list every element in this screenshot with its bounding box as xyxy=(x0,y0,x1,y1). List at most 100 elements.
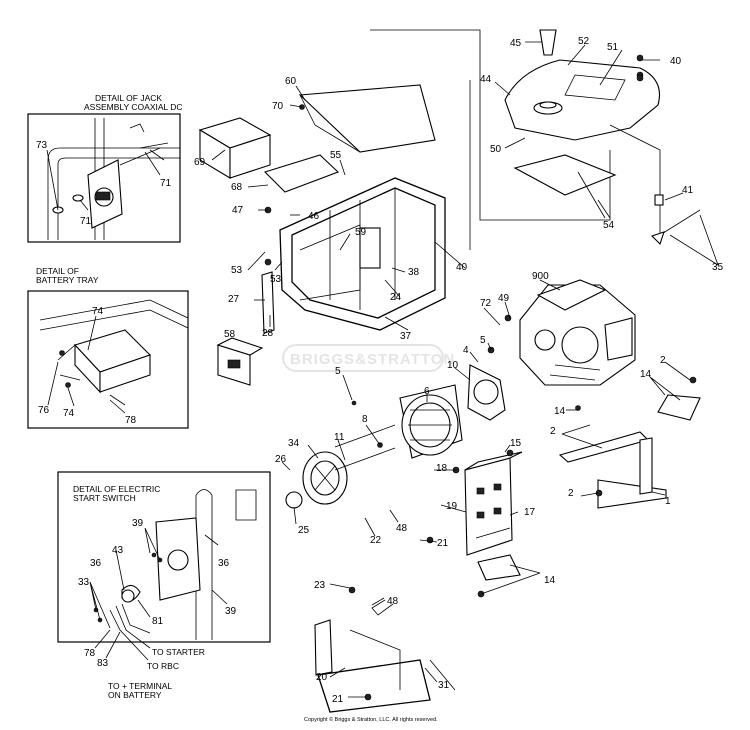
callout-73: 73 xyxy=(36,140,48,151)
callout-78: 78 xyxy=(84,648,96,659)
callout-76: 76 xyxy=(38,405,50,416)
leader-lines xyxy=(46,41,719,698)
callout-22: 22 xyxy=(370,535,382,546)
rear-base xyxy=(314,599,456,713)
callout-900: 900 xyxy=(532,271,549,282)
callout-2: 2 xyxy=(568,488,574,499)
main-frame xyxy=(279,177,446,331)
svg-text:DETAIL OF JACK: DETAIL OF JACK xyxy=(95,93,162,103)
svg-text:TO RBC: TO RBC xyxy=(147,661,179,671)
callouts: 73 71 71 60 70 69 68 47 55 46 59 53 53 3… xyxy=(36,36,724,705)
svg-text:BATTERY TRAY: BATTERY TRAY xyxy=(36,275,99,285)
callout-59: 59 xyxy=(355,227,367,238)
callout-31: 31 xyxy=(438,680,450,691)
callout-68: 68 xyxy=(231,182,243,193)
alternator xyxy=(399,364,506,459)
callout-52: 52 xyxy=(578,36,590,47)
callout-20: 20 xyxy=(316,672,328,683)
svg-text:TO + TERMINAL: TO + TERMINAL xyxy=(108,681,172,691)
fan-cover xyxy=(285,451,348,509)
watermark: BRIGGS&STRATTON xyxy=(282,344,455,372)
callout-24: 24 xyxy=(390,292,402,303)
svg-text:BRIGGS&STRATTON: BRIGGS&STRATTON xyxy=(290,351,455,368)
callout-83: 83 xyxy=(97,658,109,669)
callout-2: 2 xyxy=(660,355,666,366)
callout-54: 54 xyxy=(603,220,615,231)
callout-2: 2 xyxy=(550,426,556,437)
callout-70: 70 xyxy=(272,101,284,112)
callout-14: 14 xyxy=(640,369,652,380)
callout-28: 28 xyxy=(262,328,274,339)
callout-5: 5 xyxy=(480,335,486,346)
callout-1: 1 xyxy=(665,496,671,507)
callout-4: 4 xyxy=(463,345,469,356)
callout-45: 45 xyxy=(510,38,522,49)
front-support xyxy=(558,394,701,509)
callout-33: 33 xyxy=(78,577,90,588)
svg-text:ON BATTERY: ON BATTERY xyxy=(108,690,162,700)
fuel-line xyxy=(609,124,701,246)
callout-10: 10 xyxy=(447,360,459,371)
battery-part xyxy=(198,117,340,193)
callout-51: 51 xyxy=(607,42,619,53)
svg-text:TO STARTER: TO STARTER xyxy=(152,647,205,657)
callout-47: 47 xyxy=(232,205,244,216)
callout-36: 36 xyxy=(90,558,102,569)
copyright: Copyright © Briggs & Stratton, LLC. All … xyxy=(304,716,438,723)
callout-26: 26 xyxy=(275,454,287,465)
svg-text:DETAIL OF ELECTRIC: DETAIL OF ELECTRIC xyxy=(73,484,160,494)
detail-jack-assembly: DETAIL OF JACK ASSEMBLY COAXIAL DC xyxy=(27,93,183,243)
callout-74: 74 xyxy=(92,306,104,317)
callout-43: 43 xyxy=(112,545,124,556)
callout-53: 53 xyxy=(270,274,282,285)
callout-40: 40 xyxy=(670,56,682,67)
callout-8: 8 xyxy=(362,414,368,425)
part-58 xyxy=(216,337,264,386)
callout-40: 40 xyxy=(456,262,468,273)
callout-48: 48 xyxy=(387,596,399,607)
engine xyxy=(519,279,636,386)
fuel-tank xyxy=(504,29,661,196)
callout-71: 71 xyxy=(80,216,92,227)
callout-36: 36 xyxy=(218,558,230,569)
callout-78: 78 xyxy=(125,415,137,426)
callout-49: 49 xyxy=(498,293,510,304)
detail-battery-tray: DETAIL OF BATTERY TRAY xyxy=(27,266,189,429)
callout-50: 50 xyxy=(490,144,502,155)
callout-21: 21 xyxy=(437,538,449,549)
callout-18: 18 xyxy=(436,463,448,474)
callout-69: 69 xyxy=(194,157,206,168)
handle-strut xyxy=(261,258,275,334)
callout-37: 37 xyxy=(400,331,412,342)
callout-74: 74 xyxy=(63,408,75,419)
callout-23: 23 xyxy=(314,580,326,591)
through-bolts xyxy=(334,424,396,471)
callout-27: 27 xyxy=(228,294,240,305)
callout-25: 25 xyxy=(298,525,310,536)
callout-14: 14 xyxy=(544,575,556,586)
callout-44: 44 xyxy=(480,74,492,85)
callout-34: 34 xyxy=(288,438,300,449)
callout-58: 58 xyxy=(224,329,236,340)
callout-19: 19 xyxy=(446,501,458,512)
callout-21: 21 xyxy=(332,694,344,705)
callout-38: 38 xyxy=(408,267,420,278)
callout-14: 14 xyxy=(554,406,566,417)
svg-text:START SWITCH: START SWITCH xyxy=(73,493,136,503)
callout-5: 5 xyxy=(335,366,341,377)
callout-53: 53 xyxy=(231,265,243,276)
callout-81: 81 xyxy=(152,616,164,627)
callout-39: 39 xyxy=(132,518,144,529)
callout-6: 6 xyxy=(424,386,430,397)
callout-60: 60 xyxy=(285,76,297,87)
callout-17: 17 xyxy=(524,507,536,518)
svg-text:DETAIL OF: DETAIL OF xyxy=(36,266,79,276)
callout-55: 55 xyxy=(330,150,342,161)
svg-text:ASSEMBLY COAXIAL DC: ASSEMBLY COAXIAL DC xyxy=(84,102,183,112)
callout-15: 15 xyxy=(510,438,522,449)
callout-72: 72 xyxy=(480,298,492,309)
panel-housing xyxy=(298,29,611,250)
detail-electric-start-switch: DETAIL OF ELECTRIC START SWITCH xyxy=(57,471,271,661)
callout-35: 35 xyxy=(712,262,724,273)
